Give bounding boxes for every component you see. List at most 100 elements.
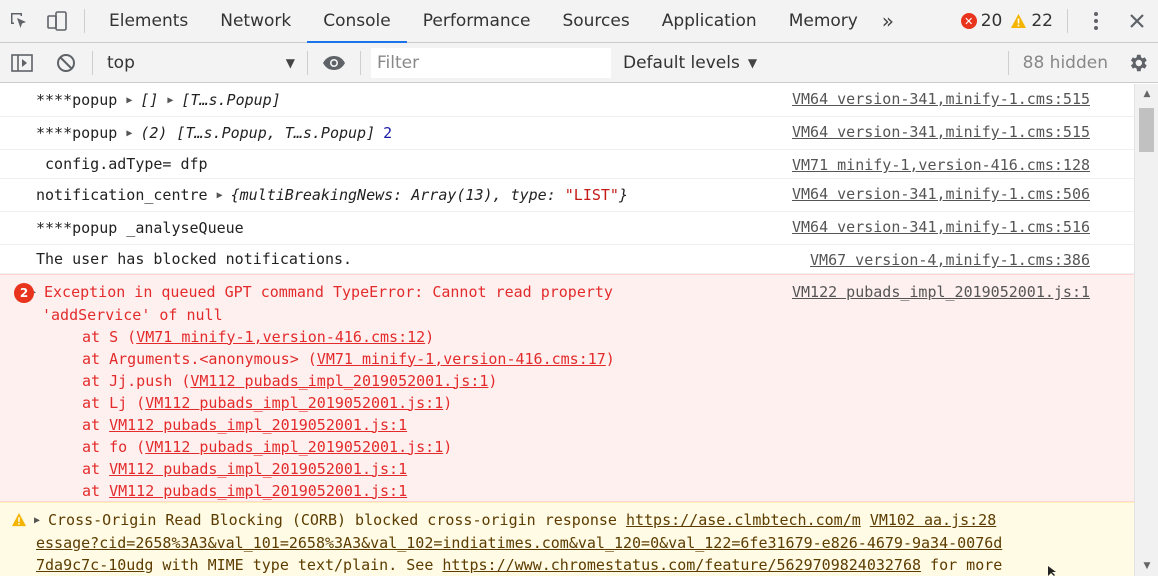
close-icon[interactable] — [1116, 0, 1158, 42]
expand-arrow-icon[interactable]: ▶ — [216, 189, 223, 201]
stack-frame-link[interactable]: VM112 pubads_impl_2019052001.js:1 — [145, 393, 444, 412]
vertical-scrollbar[interactable]: ▲ ▼ — [1134, 84, 1158, 576]
device-toolbar-icon[interactable] — [38, 0, 76, 42]
array-count: 2 — [383, 124, 393, 142]
stack-frame: at Arguments.<anonymous> (VM71 minify-1,… — [82, 349, 615, 368]
expand-arrow-icon[interactable]: ▶ — [34, 514, 41, 526]
console-warning-message: ▶ Cross-Origin Read Blocking (CORB) block… — [0, 502, 1134, 576]
caret-down-icon: ▼ — [285, 55, 295, 70]
tab-label: Memory — [788, 11, 858, 31]
warning-count[interactable]: 22 — [1010, 11, 1053, 31]
more-tabs-button[interactable]: » — [874, 0, 902, 42]
source-link[interactable]: VM64 version-341,minify-1.cms:515 — [791, 123, 1090, 141]
stack-frame-link[interactable]: VM112 pubads_impl_2019052001.js:1 — [190, 371, 489, 390]
log-levels-label: Default levels — [623, 52, 740, 73]
sidebar-toggle-icon[interactable] — [0, 43, 44, 83]
stack-frame: at VM112 pubads_impl_2019052001.js:1 — [82, 415, 408, 434]
stack-frame-link[interactable]: VM71 minify-1,version-416.cms:12 — [136, 327, 426, 346]
object-preview-end: } — [618, 186, 628, 204]
filter-box[interactable] — [371, 47, 611, 78]
context-value: top — [107, 52, 135, 73]
stack-frame-link[interactable]: VM112 pubads_impl_2019052001.js:1 — [109, 459, 408, 478]
stack-frame-link[interactable]: VM112 pubads_impl_2019052001.js:1 — [109, 415, 408, 434]
tab-application[interactable]: Application — [646, 0, 773, 42]
tab-label: Performance — [422, 11, 531, 31]
stack-frame: at VM112 pubads_impl_2019052001.js:1 — [82, 459, 408, 478]
expand-arrow-icon[interactable]: ▶ — [167, 94, 174, 106]
tab-elements[interactable]: Elements — [93, 0, 204, 42]
error-text: Exception in queued GPT command TypeErro… — [44, 283, 613, 301]
stack-frame: at S (VM71 minify-1,version-416.cms:12) — [82, 327, 435, 346]
error-text: 'addService' of null — [42, 305, 223, 324]
warning-text: with MIME type text/plain. See — [153, 555, 443, 574]
console-messages: ****popup ▶ [] ▶ [T…s.Popup] VM64 versio… — [0, 84, 1134, 576]
context-selector[interactable]: top ▼ — [97, 43, 303, 83]
object-string-value: "LIST" — [564, 186, 619, 204]
stack-frame-link[interactable]: VM112 pubads_impl_2019052001.js:1 — [109, 481, 408, 500]
object-preview[interactable]: (2) [T…s.Popup, T…s.Popup] — [140, 124, 376, 142]
object-preview[interactable]: {multiBreakingNews: Array(13), type: — [230, 186, 565, 204]
tab-memory[interactable]: Memory — [773, 0, 874, 42]
source-link[interactable]: VM64 version-341,minify-1.cms:515 — [791, 90, 1090, 108]
console-error-message: 2 ▶Exception in queued GPT command TypeE… — [0, 274, 1134, 502]
console-message: config.adType= dfp VM71 minify-1,version… — [0, 150, 1134, 179]
scrollbar-thumb[interactable] — [1139, 108, 1154, 152]
warning-url-link[interactable]: 7da9c7c-10udg — [36, 555, 154, 574]
toolbar-divider — [1067, 9, 1068, 33]
hidden-messages-count: 88 hidden — [1022, 52, 1108, 73]
chevron-double-right-icon: » — [881, 9, 894, 33]
console-message: ****popup ▶ [] ▶ [T…s.Popup] VM64 versio… — [0, 84, 1134, 117]
repeat-count-badge: 2 — [14, 283, 34, 303]
expand-arrow-icon[interactable]: ▶ — [126, 94, 133, 106]
caret-down-icon: ▼ — [747, 55, 758, 70]
expand-arrow-icon[interactable]: ▶ — [126, 127, 133, 139]
error-icon: ✕ — [960, 13, 977, 29]
scroll-up-arrow-icon[interactable]: ▲ — [1143, 89, 1151, 99]
inspect-element-icon[interactable] — [0, 0, 38, 42]
kebab-menu-icon[interactable] — [1076, 0, 1116, 42]
source-link[interactable]: VM64 version-341,minify-1.cms:516 — [791, 218, 1090, 236]
scroll-down-arrow-icon[interactable]: ▼ — [1143, 561, 1151, 571]
tab-console[interactable]: Console — [307, 0, 407, 43]
tab-label: Network — [220, 11, 292, 31]
warning-text: for more — [921, 555, 1003, 574]
tab-sources[interactable]: Sources — [546, 0, 645, 42]
stack-frame: at VM112 pubads_impl_2019052001.js:1 — [82, 481, 408, 500]
toolbar-divider — [92, 50, 93, 75]
warning-url-link[interactable]: essage?cid=2658%3A3&val_101=2658%3A3&val… — [36, 533, 1003, 552]
message-text: ****popup — [36, 124, 118, 142]
source-link[interactable]: VM67 version-4,minify-1.cms:386 — [810, 251, 1090, 269]
source-link[interactable]: VM64 version-341,minify-1.cms:506 — [791, 185, 1090, 203]
stack-frame-link[interactable]: VM112 pubads_impl_2019052001.js:1 — [145, 437, 444, 456]
source-link[interactable]: VM102 aa.js:28 — [869, 511, 997, 529]
message-text: ****popup — [36, 91, 118, 109]
console-message: ****popup ▶ (2) [T…s.Popup, T…s.Popup] 2… — [0, 117, 1134, 150]
object-preview[interactable]: [T…s.Popup] — [181, 91, 281, 109]
toolbar-divider — [84, 9, 85, 33]
issue-counts[interactable]: ✕ 20 22 — [953, 0, 1059, 42]
gear-icon[interactable] — [1118, 52, 1158, 74]
log-levels-dropdown[interactable]: Default levels ▼ — [623, 53, 757, 73]
tab-network[interactable]: Network — [204, 0, 307, 42]
stack-frame: at Jj.push (VM112 pubads_impl_2019052001… — [82, 371, 498, 390]
warning-text: Cross-Origin Read Blocking (CORB) blocke… — [48, 511, 626, 529]
error-count[interactable]: ✕ 20 — [960, 11, 1003, 31]
clear-console-icon[interactable] — [44, 43, 88, 83]
source-link[interactable]: VM122 pubads_impl_2019052001.js:1 — [791, 283, 1090, 301]
filter-input[interactable] — [377, 52, 611, 73]
stack-frame: at Lj (VM112 pubads_impl_2019052001.js:1… — [82, 393, 453, 412]
error-count-value: 20 — [980, 11, 1003, 31]
message-text: ****popup _analyseQueue — [36, 219, 244, 237]
tab-label: Console — [323, 11, 391, 31]
source-link[interactable]: VM71 minify-1,version-416.cms:128 — [791, 156, 1090, 174]
tab-label: Sources — [562, 11, 630, 31]
object-preview[interactable]: [] — [140, 91, 168, 109]
tab-performance[interactable]: Performance — [407, 0, 547, 42]
message-text: config.adType= dfp — [36, 155, 208, 173]
tab-label: Elements — [109, 11, 189, 31]
live-expression-eye-icon[interactable] — [312, 43, 356, 83]
warning-url-link[interactable]: https://ase.clmbtech.com/m — [625, 511, 861, 529]
stack-frame-link[interactable]: VM71 minify-1,version-416.cms:17 — [316, 349, 606, 368]
chromestatus-link[interactable]: https://www.chromestatus.com/feature/562… — [442, 555, 922, 574]
mouse-cursor-icon — [1048, 566, 1056, 576]
